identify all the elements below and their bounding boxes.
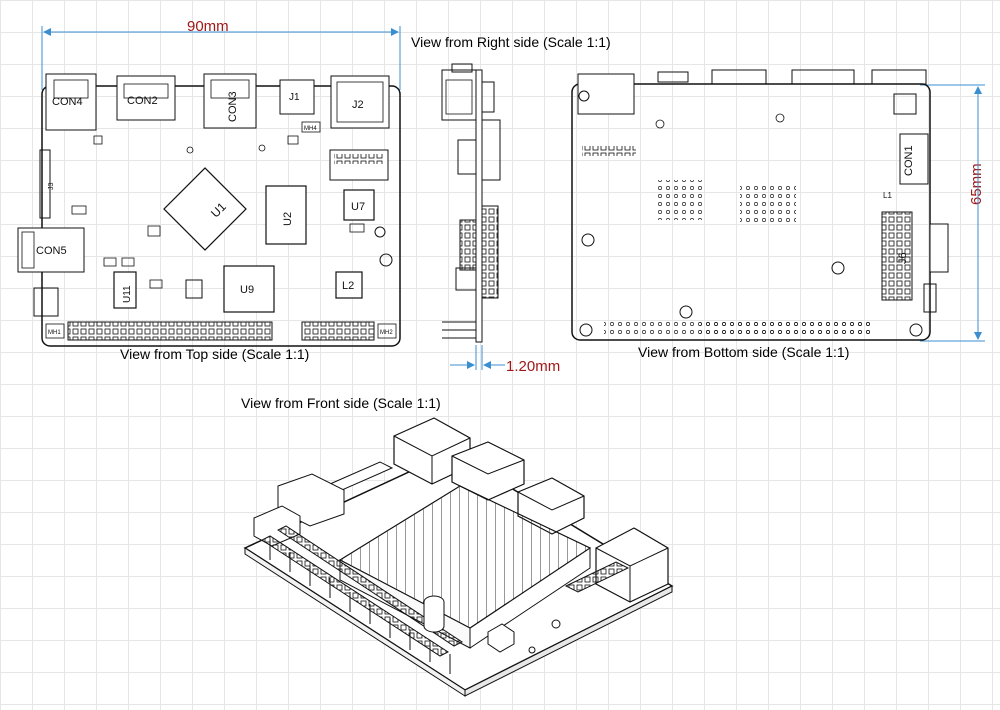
u2-chip (265, 185, 307, 245)
right-side-view (441, 63, 501, 343)
j2-connector (330, 75, 390, 129)
u1-chip (163, 167, 247, 251)
con3-connector (203, 73, 257, 129)
u7-label: U7 (351, 201, 365, 213)
gpio-header (67, 321, 273, 341)
j6-label: J6 (897, 252, 909, 264)
thickness-dimension-label: 1.20mm (506, 358, 561, 375)
right-view-title: View from Right side (Scale 1:1) (411, 34, 611, 50)
con4-label: CON4 (52, 96, 83, 108)
bottom-view-title: View from Bottom side (Scale 1:1) (638, 344, 850, 360)
u9-label: U9 (240, 284, 254, 296)
j1-label: J1 (289, 92, 300, 103)
u9-chip (223, 265, 275, 313)
l2-inductor (335, 271, 363, 299)
u11-label: U11 (122, 285, 133, 303)
aux-header (301, 321, 375, 341)
bottom-view: CON1 J6 L1 (571, 69, 949, 341)
l2-label: L2 (342, 280, 354, 292)
u2-label: U2 (282, 212, 294, 226)
con2-label: CON2 (127, 95, 158, 107)
con5-connector (17, 227, 85, 273)
height-dimension (920, 84, 985, 342)
width-dimension (41, 26, 401, 90)
con3-label: CON3 (227, 91, 239, 122)
j2-label: J2 (352, 99, 364, 111)
u11-chip (113, 271, 137, 309)
mh4-label: MH4 (304, 126, 317, 132)
con5-label: CON5 (36, 245, 67, 257)
l1-label: L1 (883, 191, 892, 200)
top-view: CON4 CON2 CON3 J1 J2 U1 U2 U7 U9 U11 L2 … (17, 73, 401, 347)
con1-label: CON1 (903, 145, 915, 176)
mh2-label: MH2 (380, 330, 393, 336)
front-view-title: View from Front side (Scale 1:1) (241, 395, 441, 411)
front-isometric-view (243, 417, 674, 697)
top-view-title: View from Top side (Scale 1:1) (120, 346, 310, 362)
j1-connector (279, 79, 315, 115)
thickness-dimension (450, 345, 505, 370)
u7-chip (343, 189, 375, 221)
j3-label: J3 (48, 183, 55, 191)
mh1-label: MH1 (48, 330, 61, 336)
